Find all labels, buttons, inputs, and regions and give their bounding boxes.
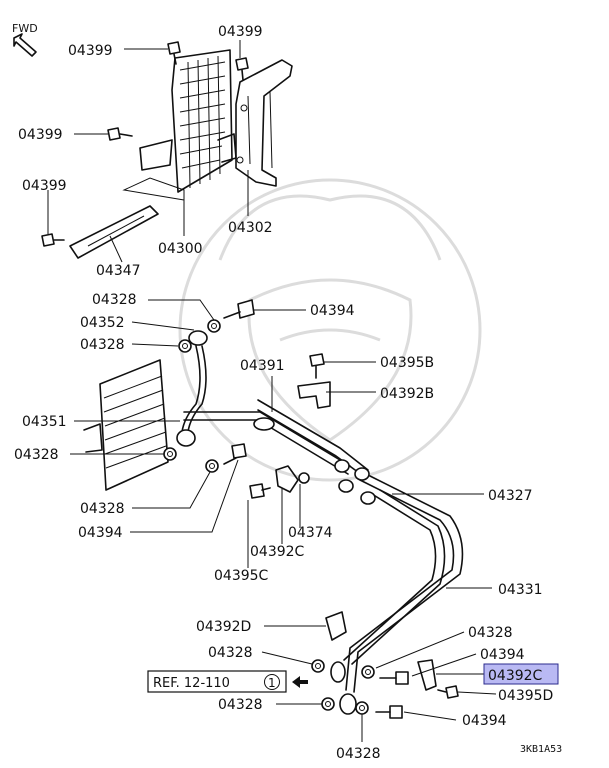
part-label-04392D[interactable]: 04392D	[196, 619, 251, 635]
diagram-code: 3KB1A53	[520, 744, 562, 755]
oil-cooler-04300	[139, 49, 237, 193]
bolt-04394-icon	[375, 671, 409, 719]
bolt-04399-icon	[107, 127, 133, 141]
bracket-04302	[235, 59, 293, 187]
bolt-04395D-icon	[437, 685, 459, 699]
part-label-04351[interactable]: 04351	[22, 414, 67, 430]
ref-box-text: REF. 12-110	[153, 676, 230, 691]
part-labels[interactable]: 04399 04399 04399 04399 04347 04300 0430…	[14, 24, 553, 762]
bolt-04399-icon	[167, 41, 181, 65]
hose-assembly-04391	[176, 330, 464, 715]
clamp-04392C-lower	[417, 659, 437, 691]
oil-cooler-lower	[83, 359, 169, 491]
part-label-04328[interactable]: 04328	[468, 625, 513, 641]
bolt-04395C-icon	[249, 483, 271, 499]
part-label-04328[interactable]: 04328	[92, 292, 137, 308]
part-label-04302[interactable]: 04302	[228, 220, 273, 236]
part-label-04328[interactable]: 04328	[14, 447, 59, 463]
strap-04347	[69, 205, 159, 259]
part-label-04392B[interactable]: 04392B	[380, 386, 434, 402]
part-label-04352[interactable]: 04352	[80, 315, 125, 331]
bolt-04394-icon	[223, 443, 247, 465]
bolt-04394-icon	[178, 299, 255, 353]
part-label-04331[interactable]: 04331	[498, 582, 543, 598]
washer-04328-icon	[163, 447, 219, 473]
part-label-04300[interactable]: 04300	[158, 241, 203, 257]
part-label-04399[interactable]: 04399	[18, 127, 63, 143]
bolt-04399-icon	[41, 233, 65, 247]
ref-arrow-icon	[292, 676, 308, 688]
watermark-emblem	[178, 178, 482, 482]
part-label-04394[interactable]: 04394	[462, 713, 507, 729]
leader-lines	[47, 40, 497, 742]
part-label-04347[interactable]: 04347	[96, 263, 141, 279]
grommet-04374-icon	[298, 472, 310, 484]
part-label-04394[interactable]: 04394	[78, 525, 123, 541]
bolt-04399-icon	[235, 57, 249, 81]
fwd-label: FWD	[12, 22, 38, 35]
part-label-04392C[interactable]: 04392C	[250, 544, 305, 560]
clamp-04392D	[325, 611, 347, 641]
part-label-04374[interactable]: 04374	[288, 525, 333, 541]
selected-part-highlight	[483, 663, 559, 685]
fwd-arrow-icon: FWD	[12, 22, 38, 57]
clamp-04392B	[297, 381, 331, 409]
part-label-04328[interactable]: 04328	[80, 337, 125, 353]
part-label-04328[interactable]: 04328	[80, 501, 125, 517]
part-label-04399[interactable]: 04399	[218, 24, 263, 40]
ref-box-circled-number: 1	[268, 676, 276, 690]
part-label-04391[interactable]: 04391	[240, 358, 285, 374]
part-label-04394[interactable]: 04394	[310, 303, 355, 319]
part-label-04392C-selected[interactable]: 04392C	[488, 668, 543, 684]
clamp-04392C	[275, 465, 299, 493]
part-label-04327[interactable]: 04327	[488, 488, 533, 504]
part-label-04328[interactable]: 04328	[218, 697, 263, 713]
part-label-04395D[interactable]: 04395D	[498, 688, 553, 704]
part-label-04328[interactable]: 04328	[336, 746, 381, 762]
ref-box[interactable]: REF. 12-110 1	[147, 670, 287, 693]
part-label-04394[interactable]: 04394	[480, 647, 525, 663]
part-label-04399[interactable]: 04399	[22, 178, 67, 194]
part-label-04328[interactable]: 04328	[208, 645, 253, 661]
part-label-04395C[interactable]: 04395C	[214, 568, 269, 584]
part-label-04399[interactable]: 04399	[68, 43, 113, 59]
bolt-04395B-icon	[309, 353, 325, 379]
part-label-04395B[interactable]: 04395B	[380, 355, 434, 371]
